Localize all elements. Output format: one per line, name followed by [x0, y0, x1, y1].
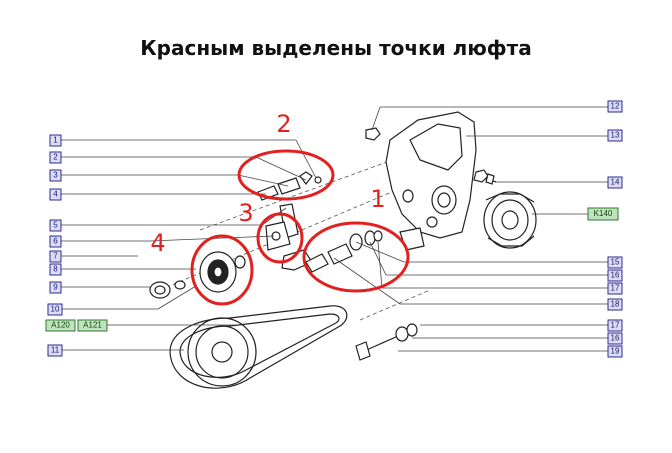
svg-text:18: 18: [611, 300, 620, 309]
callout-17-upper: 17: [607, 282, 623, 295]
svg-text:13: 13: [611, 131, 620, 140]
svg-text:17: 17: [611, 321, 620, 330]
svg-text:1: 1: [53, 136, 58, 145]
svg-text:15: 15: [611, 258, 620, 267]
svg-text:K140: K140: [594, 209, 613, 218]
highlight-number-3: 3: [238, 199, 253, 227]
svg-text:16: 16: [611, 334, 620, 343]
callout-14: 14: [607, 176, 623, 189]
svg-text:19: 19: [611, 347, 620, 356]
spacer-bushings-part: [305, 230, 383, 273]
callout-10: 10: [47, 303, 63, 316]
svg-text:9: 9: [53, 283, 58, 292]
callout-19: 19: [607, 345, 623, 358]
svg-text:12: 12: [611, 102, 620, 111]
svg-text:6: 6: [53, 237, 58, 246]
alternator-part: [483, 191, 537, 249]
page-title: Красным выделены точки люфта: [140, 36, 532, 60]
svg-text:A120: A120: [51, 321, 70, 330]
callout-3: 3: [49, 169, 62, 182]
leader-lines: [61, 106, 608, 352]
callout-18: 18: [607, 298, 623, 311]
svg-text:4: 4: [53, 190, 58, 199]
callout-7: 7: [49, 250, 62, 263]
lower-bolt-assembly-part: [355, 323, 418, 361]
svg-text:17: 17: [611, 284, 620, 293]
highlight-ellipse-2: [237, 149, 335, 201]
svg-text:16: 16: [611, 271, 620, 280]
callout-6: 6: [49, 235, 62, 248]
callout-16-upper: 16: [607, 269, 623, 282]
svg-text:5: 5: [53, 221, 58, 230]
svg-text:3: 3: [53, 171, 58, 180]
idler-pulley-part: [199, 251, 246, 293]
svg-text:A121: A121: [83, 321, 102, 330]
callout-13: 13: [607, 129, 623, 142]
top-nut-part: [365, 127, 381, 141]
left-callouts: 1 2 3 4 5 6 7 8 9 10 11 A120 A121: [45, 134, 108, 357]
highlight-number-1: 1: [370, 185, 385, 213]
callout-17-lower: 17: [607, 319, 623, 332]
highlight-number-4: 4: [150, 229, 165, 257]
svg-text:11: 11: [51, 346, 60, 355]
crankshaft-pulley-part: [187, 317, 257, 387]
parts-drawing: [149, 111, 537, 389]
reference-a120: A120: [45, 319, 76, 332]
highlight-numbers: 1 2 3 4: [150, 110, 385, 257]
callout-12: 12: [607, 100, 623, 113]
highlight-ellipse-1: [302, 221, 410, 293]
callout-9: 9: [49, 281, 62, 294]
svg-text:14: 14: [611, 178, 620, 187]
reference-k140: K140: [587, 207, 619, 221]
right-callouts: 12 13 14 K140 15 16 17 18 17 16 19: [587, 100, 623, 358]
callout-11: 11: [47, 344, 63, 357]
callout-2: 2: [49, 151, 62, 164]
svg-text:2: 2: [53, 153, 58, 162]
mounting-bracket-part: [385, 111, 477, 251]
svg-text:10: 10: [51, 305, 60, 314]
drive-belt-part: [169, 305, 348, 389]
highlight-ellipse-3: [256, 212, 304, 264]
callout-8: 8: [49, 263, 62, 276]
play-highlights: [190, 149, 410, 306]
highlight-ellipse-4: [190, 234, 254, 306]
callout-5: 5: [49, 219, 62, 232]
callout-16-lower: 16: [607, 332, 623, 345]
highlight-number-2: 2: [276, 110, 291, 138]
callout-15: 15: [607, 256, 623, 269]
reference-a121: A121: [77, 319, 108, 332]
washer-9-part: [149, 280, 186, 299]
bolt-14-part: [473, 169, 497, 185]
callout-1: 1: [49, 134, 62, 147]
svg-text:8: 8: [53, 265, 58, 274]
callout-4: 4: [49, 188, 62, 201]
svg-text:7: 7: [53, 252, 58, 261]
